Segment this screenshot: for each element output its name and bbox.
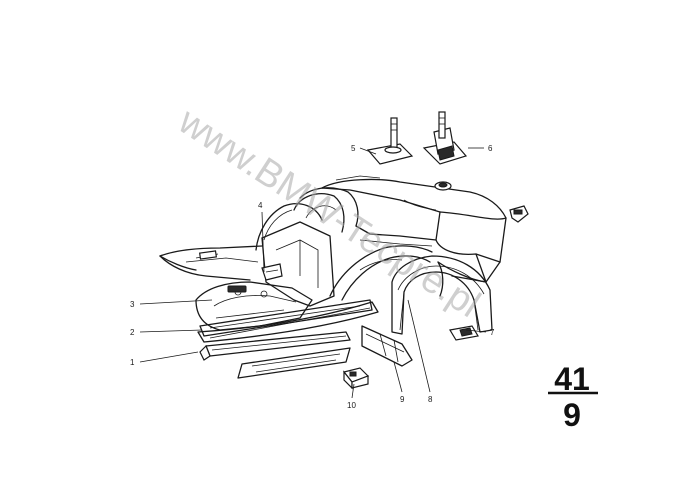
- callout-8: 8: [428, 395, 433, 404]
- sheet-number: 9: [563, 397, 581, 433]
- callout-10: 10: [347, 401, 356, 410]
- floor-plate: [237, 347, 351, 379]
- mount-part-6: [422, 111, 468, 165]
- page-reference: 41 9: [548, 361, 598, 433]
- callout-7: 7: [490, 328, 495, 337]
- leader-lines: [139, 147, 487, 399]
- callout-3: 3: [130, 300, 135, 309]
- plate-part-7: [449, 325, 479, 341]
- sill-part-1: [199, 331, 351, 361]
- callout-2: 2: [130, 328, 135, 337]
- callout-1: 1: [130, 358, 135, 367]
- mount-part-5: [366, 117, 414, 165]
- mount-part-10: [342, 367, 370, 390]
- callout-4: 4: [258, 201, 263, 210]
- callout-5: 5: [351, 144, 356, 153]
- clip: [509, 205, 529, 223]
- callout-6: 6: [488, 144, 493, 153]
- wheel-house-part-8: [391, 255, 493, 335]
- bracket-part-9: [361, 325, 413, 367]
- body-shell: [159, 175, 507, 343]
- callout-9: 9: [400, 395, 405, 404]
- group-number: 41: [554, 361, 590, 397]
- grommet: [434, 181, 452, 191]
- sill-inner-part-2: [199, 299, 373, 337]
